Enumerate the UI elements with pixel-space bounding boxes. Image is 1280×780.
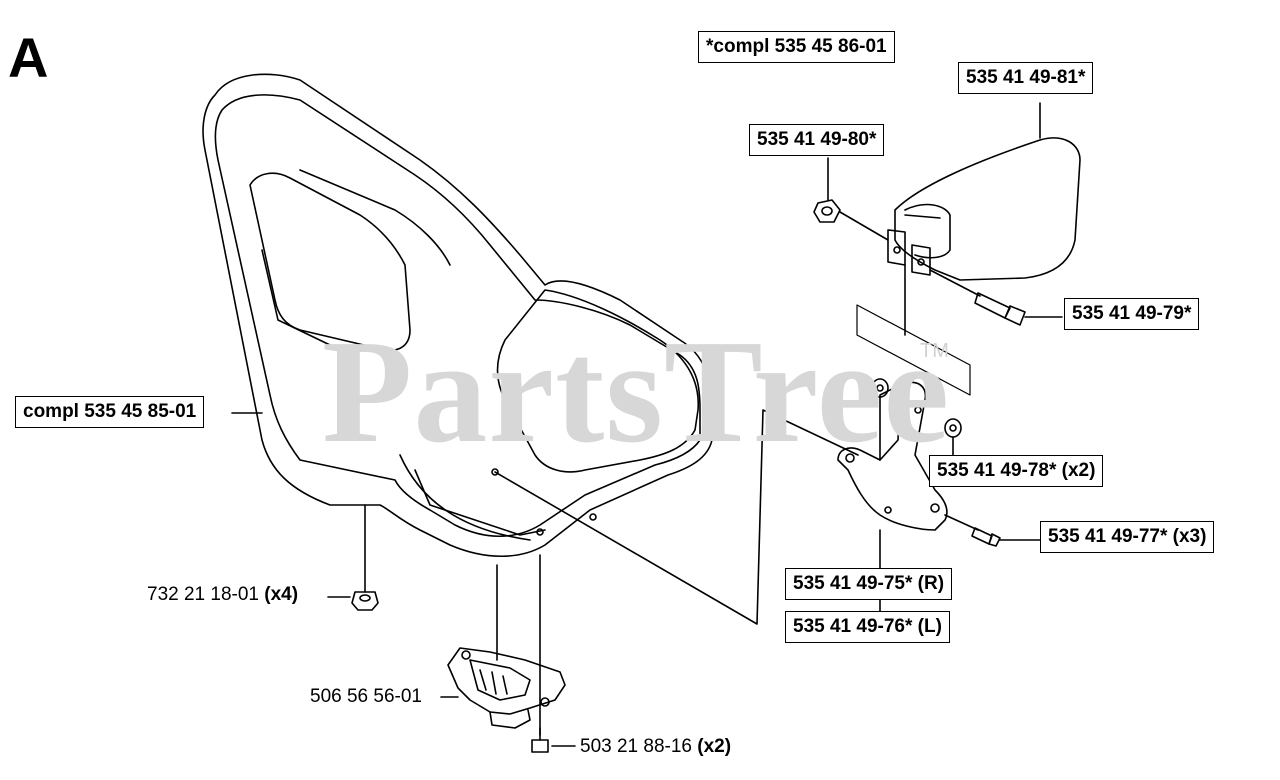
watermark-trademark: TM (920, 340, 949, 362)
seat-bottom-cushion (496, 289, 700, 473)
switch-screw-part-number: 503 21 88-16 (580, 736, 698, 757)
top-nut-part (813, 199, 841, 223)
seat-back-cushion (249, 172, 411, 352)
seat-backrest (202, 73, 713, 557)
label-seat-nut[interactable]: 732 21 18-01 (x4) (147, 584, 298, 606)
watermark: PartsTree (322, 310, 951, 474)
label-bracket-right[interactable]: 535 41 49-75* (R) (785, 568, 953, 600)
label-seat-switch[interactable]: 506 56 56-01 (310, 686, 422, 708)
label-assembly-complete[interactable]: *compl 535 45 86-01 (698, 31, 895, 63)
label-armrest-pad[interactable]: 535 41 49-81* (958, 62, 1094, 94)
label-armrest-bolt[interactable]: 535 41 49-79* (1064, 298, 1200, 330)
label-seat-complete[interactable]: compl 535 45 85-01 (15, 396, 205, 428)
label-washer[interactable]: 535 41 49-78* (x2) (929, 455, 1104, 487)
label-top-nut[interactable]: 535 41 49-80* (749, 124, 885, 156)
switch-screw-part (531, 739, 549, 753)
label-switch-screw[interactable]: 503 21 88-16 (x2) (580, 736, 731, 758)
section-letter: A (8, 26, 49, 89)
seat-backrest-rim (214, 94, 701, 538)
label-bracket-screw[interactable]: 535 41 49-77* (x3) (1040, 521, 1215, 553)
seat-switch-part-number: 506 56 56-01 (310, 686, 422, 707)
label-bracket-left[interactable]: 535 41 49-76* (L) (785, 611, 950, 643)
seat-nut-quantity: (x4) (264, 584, 299, 605)
seat-nut-part (351, 591, 379, 611)
seat-nut-part-number: 732 21 18-01 (147, 584, 265, 605)
seat-switch-part (447, 647, 566, 715)
switch-screw-quantity: (x2) (697, 736, 732, 757)
armrest-bracket-part (837, 381, 948, 531)
